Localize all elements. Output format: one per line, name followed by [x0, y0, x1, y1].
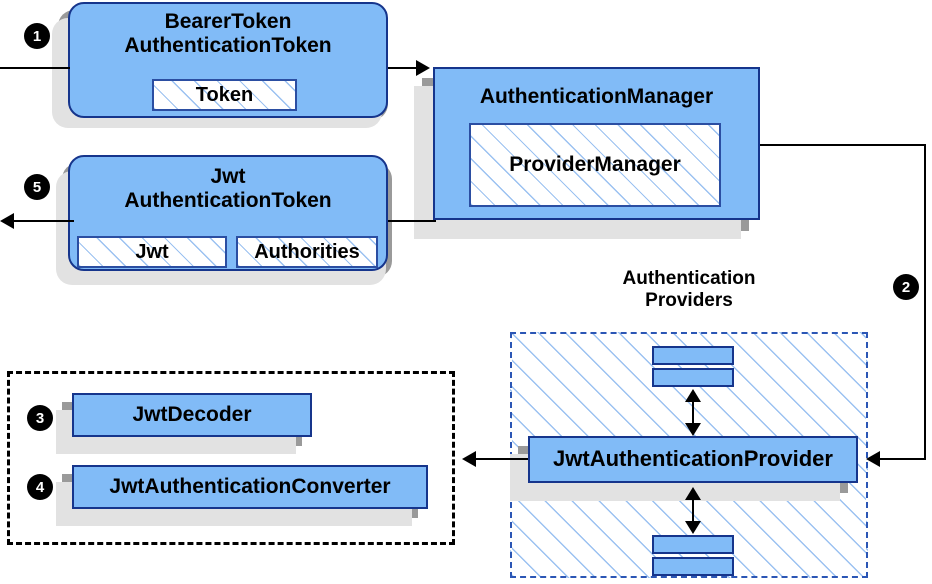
connector-provider-stub-bottom [692, 498, 694, 528]
connector-provider-stub-top [692, 400, 694, 430]
node-authentication-manager-title: AuthenticationManager [479, 85, 714, 108]
step-bullet-4-number: 4 [35, 478, 45, 496]
provider-stub-top-1 [652, 346, 734, 365]
step-bullet-4: 4 [27, 474, 53, 500]
node-jwt-authentication-converter-title: JwtAuthenticationConverter [109, 475, 391, 499]
node-jwt-decoder-title: JwtDecoder [132, 403, 252, 427]
provider-stub-bottom-2 [652, 557, 734, 576]
node-jwt-authentication-converter[interactable]: JwtAuthenticationConverter [72, 465, 428, 509]
compartment-jwt: Jwt [77, 236, 227, 268]
arrow-into-provider-head [866, 451, 880, 467]
node-bearer-token-authentication-token-title: BearerToken AuthenticationToken [124, 10, 332, 57]
compartment-provider-manager: ProviderManager [469, 123, 721, 207]
step-bullet-1: 1 [24, 23, 50, 49]
connector-manager-to-jwt-token [388, 220, 436, 222]
step-bullet-3-number: 3 [35, 409, 45, 427]
node-jwt-authentication-provider[interactable]: JwtAuthenticationProvider [528, 436, 858, 483]
node-jwt-authentication-provider-title: JwtAuthenticationProvider [553, 446, 833, 472]
step-bullet-5: 5 [24, 174, 50, 200]
connector-manager-to-provider-vertical [924, 144, 926, 459]
arrow-provider-stub-top-up [685, 389, 701, 402]
compartment-authorities: Authorities [236, 236, 378, 268]
step-bullet-5-number: 5 [32, 178, 42, 196]
compartment-token: Token [152, 79, 297, 111]
step-bullet-1-number: 1 [32, 27, 42, 45]
provider-stub-bottom-1 [652, 535, 734, 554]
compartment-jwt-label: Jwt [135, 240, 169, 263]
compartment-authorities-label: Authorities [254, 240, 360, 263]
step-bullet-2: 2 [893, 274, 919, 300]
compartment-provider-manager-label: ProviderManager [509, 153, 681, 176]
node-jwt-decoder[interactable]: JwtDecoder [72, 393, 312, 437]
connector-manager-to-provider-top [760, 144, 926, 146]
arrow-provider-stub-top-down [685, 423, 701, 436]
connector-response-out [14, 220, 74, 222]
connector-bearer-to-manager [388, 67, 428, 69]
step-bullet-2-number: 2 [901, 278, 911, 296]
step-bullet-3: 3 [27, 405, 53, 431]
arrow-response-out-head [0, 213, 14, 229]
arrow-into-support-group-head [462, 451, 476, 467]
node-bearer-token-authentication-token[interactable]: BearerToken AuthenticationToken [68, 2, 388, 118]
arrow-provider-stub-bottom-up [685, 487, 701, 500]
authentication-providers-caption: Authentication Providers [622, 268, 756, 311]
connector-manager-to-provider-bottom [880, 458, 926, 460]
arrow-provider-stub-bottom-down [685, 521, 701, 534]
node-jwt-authentication-token-title: Jwt AuthenticationToken [124, 165, 332, 212]
arrow-bearer-to-manager-head [416, 60, 430, 76]
compartment-token-label: Token [195, 83, 254, 106]
provider-stub-top-2 [652, 368, 734, 387]
connector-provider-to-support [476, 458, 528, 460]
connector-request-in [0, 67, 70, 69]
